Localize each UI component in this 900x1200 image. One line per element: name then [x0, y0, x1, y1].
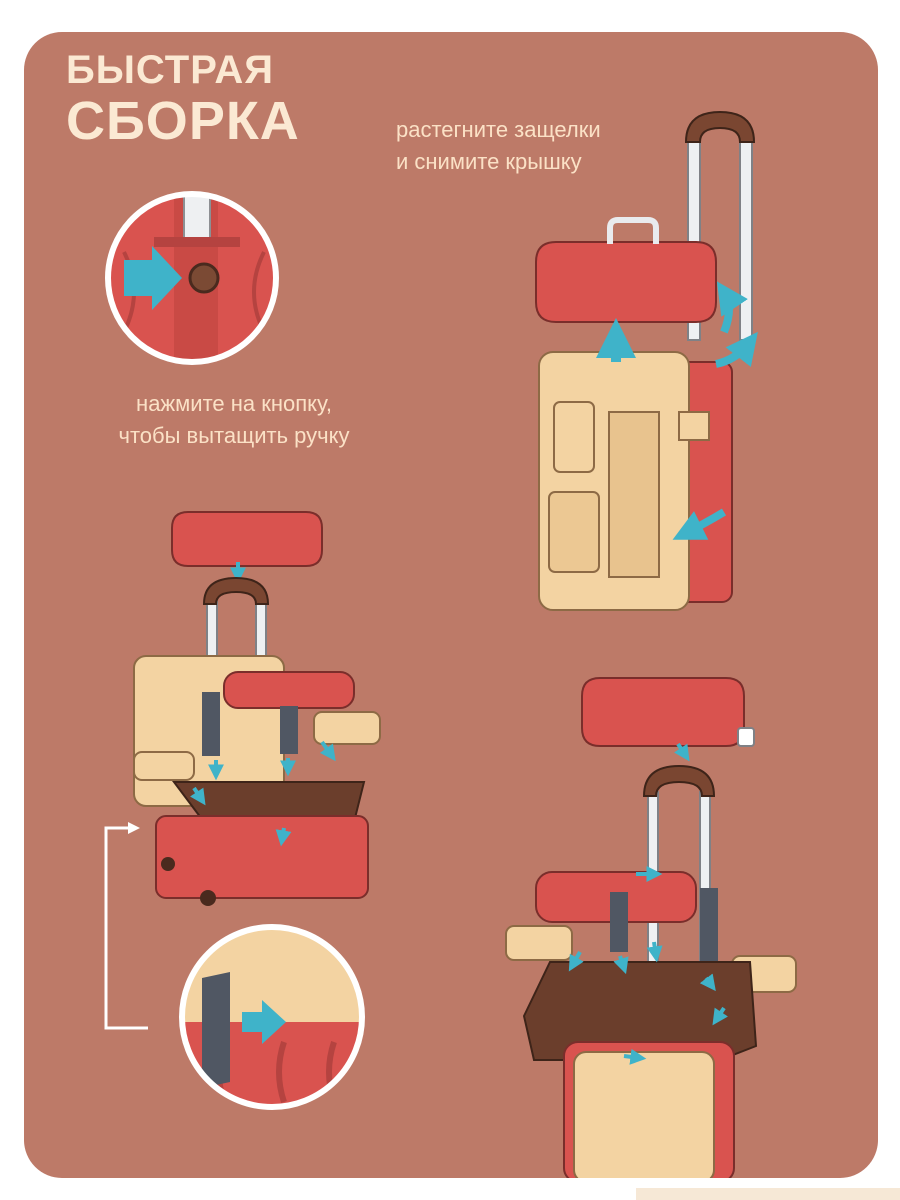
caption-press-line-1: нажмите на кнопку, — [136, 391, 332, 416]
page-title: БЫСТРАЯ СБОРКА — [66, 48, 300, 150]
caption-unlatch: растегните защелки и снимите крышку — [396, 114, 601, 178]
title-line-1: БЫСТРАЯ — [66, 48, 275, 92]
corner-strip — [636, 1188, 900, 1200]
zoom-leg-detail — [179, 924, 365, 1110]
handle-icon — [684, 110, 756, 143]
zoom-button-detail — [105, 191, 279, 365]
suitcase-closed — [535, 110, 758, 611]
suitcase-exploded-left — [133, 511, 381, 906]
button-icon — [188, 262, 220, 294]
instruction-panel: БЫСТРАЯ СБОРКА растегните защелки и сним… — [24, 32, 878, 1178]
suitcase-exploded-right — [505, 677, 797, 1178]
arrow-icon — [124, 246, 182, 310]
caption-unlatch-line-1: растегните защелки — [396, 117, 601, 142]
caption-press-button: нажмите на кнопку, чтобы вытащить ручку — [64, 388, 404, 452]
title-line-2: СБОРКА — [66, 91, 300, 151]
caption-press-line-2: чтобы вытащить ручку — [118, 423, 350, 448]
assembly-illustration — [104, 110, 797, 1178]
caption-unlatch-line-2: и снимите крышку — [396, 149, 582, 174]
